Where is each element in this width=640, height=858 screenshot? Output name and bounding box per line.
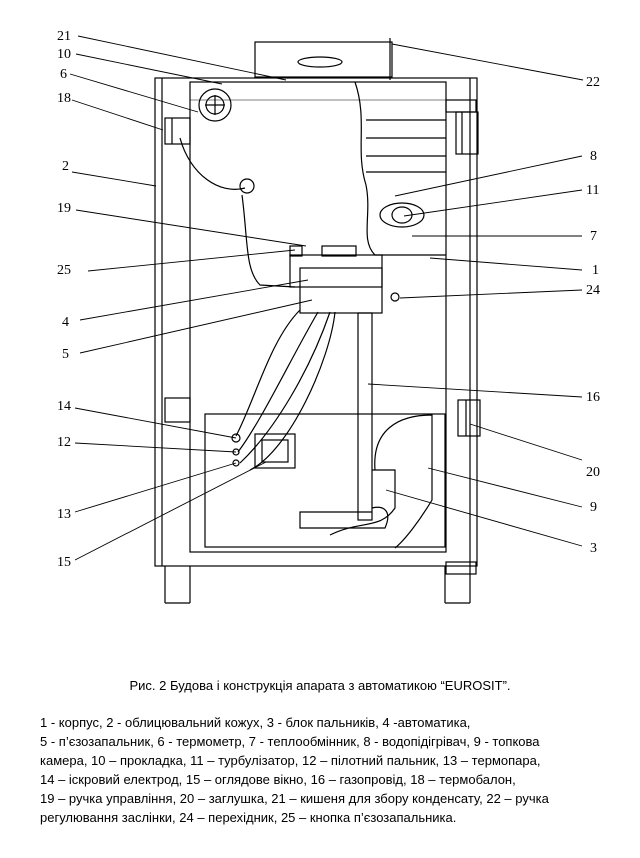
boiler-body (189, 81, 447, 553)
label-19: 19 (57, 201, 71, 216)
label-1: 1 (592, 263, 599, 278)
side-pipe-fittings (164, 99, 481, 575)
legend-line: 19 – ручка управління, 20 – заглушка, 21… (40, 791, 549, 806)
legend-line: 1 - корпус, 2 - облицювальний кожух, 3 -… (40, 715, 471, 730)
label-11: 11 (586, 183, 599, 198)
figure-caption: Рис. 2 Будова і конструкція апарата з ав… (129, 678, 511, 693)
label-6: 6 (60, 67, 67, 82)
legend-line: камера, 10 – прокладка, 11 – турбулізато… (40, 753, 541, 768)
label-14: 14 (57, 399, 71, 414)
label-8: 8 (590, 149, 597, 164)
label-9: 9 (590, 500, 597, 515)
legend-line: 14 – іскровий електрод, 15 – оглядове ві… (40, 772, 516, 787)
label-18: 18 (57, 91, 71, 106)
label-15: 15 (57, 555, 71, 570)
legend-line: 5 - п’єзозапальник, 6 - термометр, 7 - т… (40, 734, 540, 749)
label-12: 12 (57, 435, 71, 450)
part-labels: 21 10 6 18 2 19 25 4 5 14 12 13 15 22 8 … (57, 29, 600, 570)
gas-pipe (299, 312, 389, 529)
thermobalon-capillary (179, 137, 296, 288)
leader-lines (69, 35, 584, 561)
thermometer (198, 88, 232, 122)
label-3: 3 (590, 541, 597, 556)
label-10: 10 (57, 47, 71, 62)
label-5: 5 (62, 347, 69, 362)
label-16: 16 (586, 390, 600, 405)
label-22: 22 (586, 75, 600, 90)
flue-outlet (254, 38, 393, 80)
ignition-wires (235, 309, 336, 471)
automatics-block (289, 245, 400, 314)
heat-exchanger-cutaway (354, 81, 446, 256)
label-20: 20 (586, 465, 600, 480)
label-25: 25 (57, 263, 71, 278)
figure-legend: 1 - корпус, 2 - облицювальний кожух, 3 -… (40, 713, 600, 827)
boiler-construction-diagram: 21 10 6 18 2 19 25 4 5 14 12 13 15 22 8 … (57, 29, 600, 604)
label-7: 7 (590, 229, 597, 244)
legs (164, 566, 471, 604)
outer-casing (154, 77, 478, 567)
legend-line: регулювання заслінки, 24 – перехідник, 2… (40, 810, 457, 825)
label-24: 24 (586, 283, 600, 298)
label-13: 13 (57, 507, 71, 522)
label-21: 21 (57, 29, 71, 44)
label-2: 2 (62, 159, 69, 174)
label-4: 4 (62, 315, 69, 330)
